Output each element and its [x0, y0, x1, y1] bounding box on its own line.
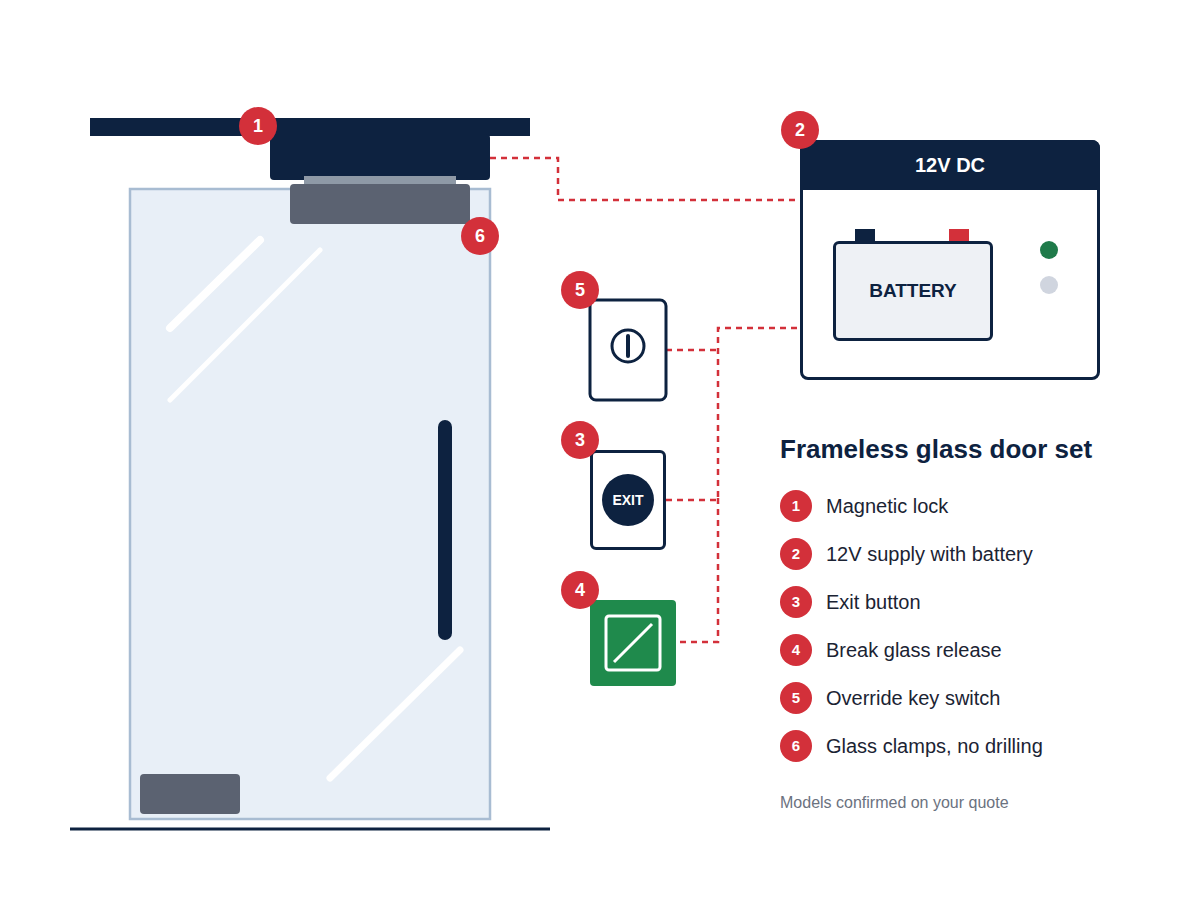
- battery: BATTERY: [833, 241, 993, 341]
- legend-text: Magnetic lock: [826, 494, 948, 518]
- legend-number: 6: [780, 730, 812, 762]
- wire-connector: [666, 328, 800, 500]
- status-led-grey: [1040, 276, 1058, 294]
- exit-label: EXIT: [612, 492, 643, 508]
- callout-number: 1: [239, 107, 277, 145]
- break-glass-pane: [606, 616, 660, 670]
- battery-terminal-negative: [855, 229, 875, 241]
- legend-text: Glass clamps, no drilling: [826, 734, 1043, 758]
- diagram-title: Frameless glass door set: [780, 434, 1092, 465]
- caption: Models confirmed on your quote: [780, 794, 1009, 812]
- legend-number: 1: [780, 490, 812, 522]
- key-switch-plate: [590, 300, 666, 400]
- supply-voltage: 12V DC: [915, 154, 985, 177]
- key-slot: [626, 336, 630, 356]
- glass-reflection: [330, 650, 460, 778]
- glass-reflection: [170, 240, 260, 328]
- legend-text: Override key switch: [826, 686, 1001, 710]
- door-header-bar: [90, 118, 530, 136]
- legend-number: 2: [780, 538, 812, 570]
- glass-clamp: [290, 184, 470, 224]
- break-glass-wire: [676, 498, 718, 642]
- door-handle: [438, 420, 452, 640]
- supply-header: 12V DC: [800, 140, 1100, 190]
- floor-clamp: [140, 774, 240, 814]
- legend-text: Break glass release: [826, 638, 1002, 662]
- battery-terminal-positive: [949, 229, 969, 241]
- legend-number: 5: [780, 682, 812, 714]
- lock-wire: [490, 158, 800, 200]
- legend-number: 4: [780, 634, 812, 666]
- key-switch-icon: [612, 330, 644, 362]
- glass-door: [130, 189, 490, 819]
- callout-number: 5: [561, 271, 599, 309]
- glass-reflection: [170, 250, 320, 400]
- legend-text: 12V supply with battery: [826, 542, 1033, 566]
- exit-button: EXIT: [590, 450, 666, 550]
- legend-text: Exit button: [826, 590, 921, 614]
- callout-number: 3: [561, 421, 599, 459]
- battery-label: BATTERY: [869, 280, 957, 302]
- key-switch-wire: [666, 349, 718, 352]
- magnetic-lock: [270, 134, 490, 180]
- power-supply-box: 12V DC BATTERY: [800, 140, 1100, 380]
- callout-number: 4: [561, 571, 599, 609]
- callout-number: 2: [781, 111, 819, 149]
- break-glass-crack: [614, 624, 652, 662]
- callout-number: 6: [461, 217, 499, 255]
- exit-button-circle: EXIT: [602, 474, 654, 526]
- status-led-green: [1040, 241, 1058, 259]
- break-glass-unit: [590, 600, 676, 686]
- wires: [490, 158, 800, 642]
- legend-number: 3: [780, 586, 812, 618]
- floor-line: [70, 828, 550, 831]
